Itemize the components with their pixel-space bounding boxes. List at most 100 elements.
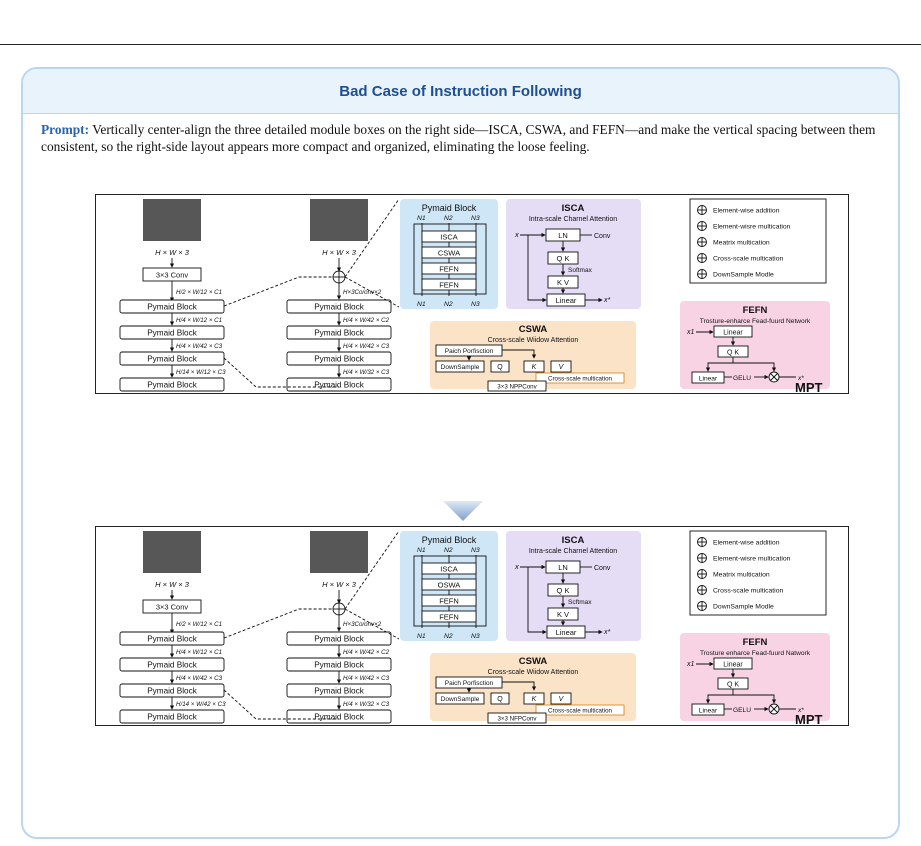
isca-qk: Q K: [557, 586, 570, 595]
pyramid-n-top: N1: [417, 215, 426, 222]
pyramid-n-top: N2: [444, 215, 453, 222]
fefn-linear2: Linear: [699, 376, 718, 383]
input-image-left: [143, 531, 201, 573]
pyramid-row-cswa: [421, 246, 477, 259]
cswa-q-box: [490, 692, 510, 705]
fefn-linear2-box: [691, 371, 725, 384]
pyramid-n-bottom: N3: [471, 633, 480, 640]
isca-ln: LN: [558, 563, 568, 572]
left-dim-label: H/4 × W/42 × C3: [176, 343, 223, 350]
fefn-subtitle: Trosture enharce Fead-fuurd Natwork: [700, 650, 811, 657]
prompt-text-block: Prompt: Vertically center-align the thre…: [41, 121, 876, 155]
prompt-body: Vertically center-align the three detail…: [41, 122, 876, 154]
pyramid-n-top: N2: [444, 547, 453, 554]
left-dim-label: H/14 × W/12 × C3: [176, 369, 226, 376]
cswa-k: K: [532, 696, 537, 703]
isca-subtitle: Intra-scale Charnel Attention: [529, 216, 617, 223]
middle-input-label: H × W × 3: [322, 248, 357, 257]
cswa-q: Q: [497, 364, 503, 371]
legend-box: [689, 198, 827, 284]
pyramid-row-label: ISCA: [440, 233, 458, 242]
block-label: Pymaid Block: [147, 329, 198, 338]
isca-qk: Q K: [557, 254, 570, 263]
input-image-left: [143, 199, 201, 241]
pyramid-n-top: N3: [471, 215, 480, 222]
cswa-v-box: [550, 360, 572, 373]
block-label: Pymaid Block: [314, 381, 365, 390]
isca-out: x*: [603, 629, 611, 636]
left-conv-label: 3×3 Conv: [156, 603, 189, 612]
cswa-k: K: [532, 364, 537, 371]
left-dim-label: H/4 × W/12 × C1: [176, 649, 222, 656]
legend-item: Meatrix multication: [713, 572, 770, 579]
card-title: Bad Case of Instruction Following: [339, 82, 582, 100]
middle-mid-label: H×3Co/onv×2: [343, 289, 382, 296]
mpt-label: MPT: [795, 380, 823, 393]
cswa-npp-box: [487, 712, 547, 724]
isca-kv: K V: [557, 278, 569, 287]
block-label: Pymaid Block: [314, 687, 365, 696]
pyramid-row-label: ISCA: [440, 565, 458, 574]
left-dim-label: H/14 × W/42 × C3: [176, 701, 226, 708]
cswa-v: V: [559, 696, 565, 703]
fefn-linear2-box: [691, 703, 725, 716]
left-dim-label: H/2 × W/12 × C1: [176, 621, 222, 628]
dashed-link: [344, 198, 400, 278]
block-label: Pymaid Block: [147, 661, 198, 670]
isca-subtitle: Intra-scale Charnel Attention: [529, 548, 617, 555]
block-label: Pymaid Block: [314, 329, 365, 338]
pyramid-n-top: N3: [471, 547, 480, 554]
pyramid-n-bottom: N3: [471, 301, 480, 308]
legend-box: [689, 530, 827, 616]
legend-item: DownSample Modle: [713, 272, 774, 279]
cswa-subtitle: Cross-scale Wiidow Attention: [488, 337, 579, 344]
middle-dim-label: H/4 × W/32 × C3: [343, 369, 390, 376]
top-rule: [0, 44, 921, 45]
pyramid-n-bottom: N1: [417, 633, 426, 640]
fefn-x1: x1: [686, 329, 695, 336]
legend-item: Cross-scale multication: [713, 588, 783, 595]
dashed-link: [344, 276, 400, 308]
legend-item: Element-wise addition: [713, 540, 780, 547]
block-label: Pymaid Block: [147, 355, 198, 364]
pyramid-row-isca: [421, 230, 477, 243]
isca-title: ISCA: [562, 203, 585, 214]
cswa-down-box: [435, 360, 485, 373]
cswa-patch: Paich Porfisction: [445, 680, 494, 687]
cswa-npp: 3×3 NFPConv: [497, 716, 537, 723]
block-label: Pymaid Block: [147, 635, 198, 644]
legend-item: Element-wisre multication: [713, 224, 791, 231]
cswa-down: DownSample: [441, 696, 480, 703]
connector-line: [705, 357, 734, 372]
circle-times-icon-b: [770, 705, 778, 713]
fefn-subtitle: Trosture-enharce Fead-fuurd Network: [700, 318, 811, 325]
left-conv-label: 3×3 Conv: [156, 271, 189, 280]
card-header: Bad Case of Instruction Following: [23, 69, 898, 114]
legend-item: Element-wisre multication: [713, 556, 791, 563]
cswa-title: CSWA: [519, 324, 548, 335]
block-label: Pymaid Block: [147, 687, 198, 696]
pyramid-n-top: N1: [417, 547, 426, 554]
cswa-subtitle: Cross-scale Wiidow Attention: [488, 669, 579, 676]
cswa-q-box: [490, 360, 510, 373]
pyramid-row-fefn: [421, 594, 477, 607]
isca-x: x: [514, 230, 519, 239]
pyramid-row-label: FEFN: [439, 597, 459, 606]
cswa-npp-box: [487, 380, 547, 392]
left-dim-label: H/2 × W/12 × C1: [176, 289, 222, 296]
fefn-title: FEFN: [743, 637, 768, 648]
legend-item: Element-wise addition: [713, 208, 780, 215]
middle-dim-label: H/4 × W/42 × C3: [343, 343, 390, 350]
fefn-qk: Q K: [727, 682, 739, 689]
left-pyramid-block-4: [119, 709, 225, 724]
dashed-link: [344, 530, 400, 610]
input-image-middle: [310, 531, 368, 573]
block-label: Pymaid Block: [314, 635, 365, 644]
pyramid-n-bottom: N2: [444, 301, 453, 308]
dashed-link: [223, 276, 333, 307]
circle-times-icon-b: [770, 373, 778, 381]
pyramid-n-bottom: N2: [444, 633, 453, 640]
fefn-linear: Linear: [723, 662, 743, 669]
